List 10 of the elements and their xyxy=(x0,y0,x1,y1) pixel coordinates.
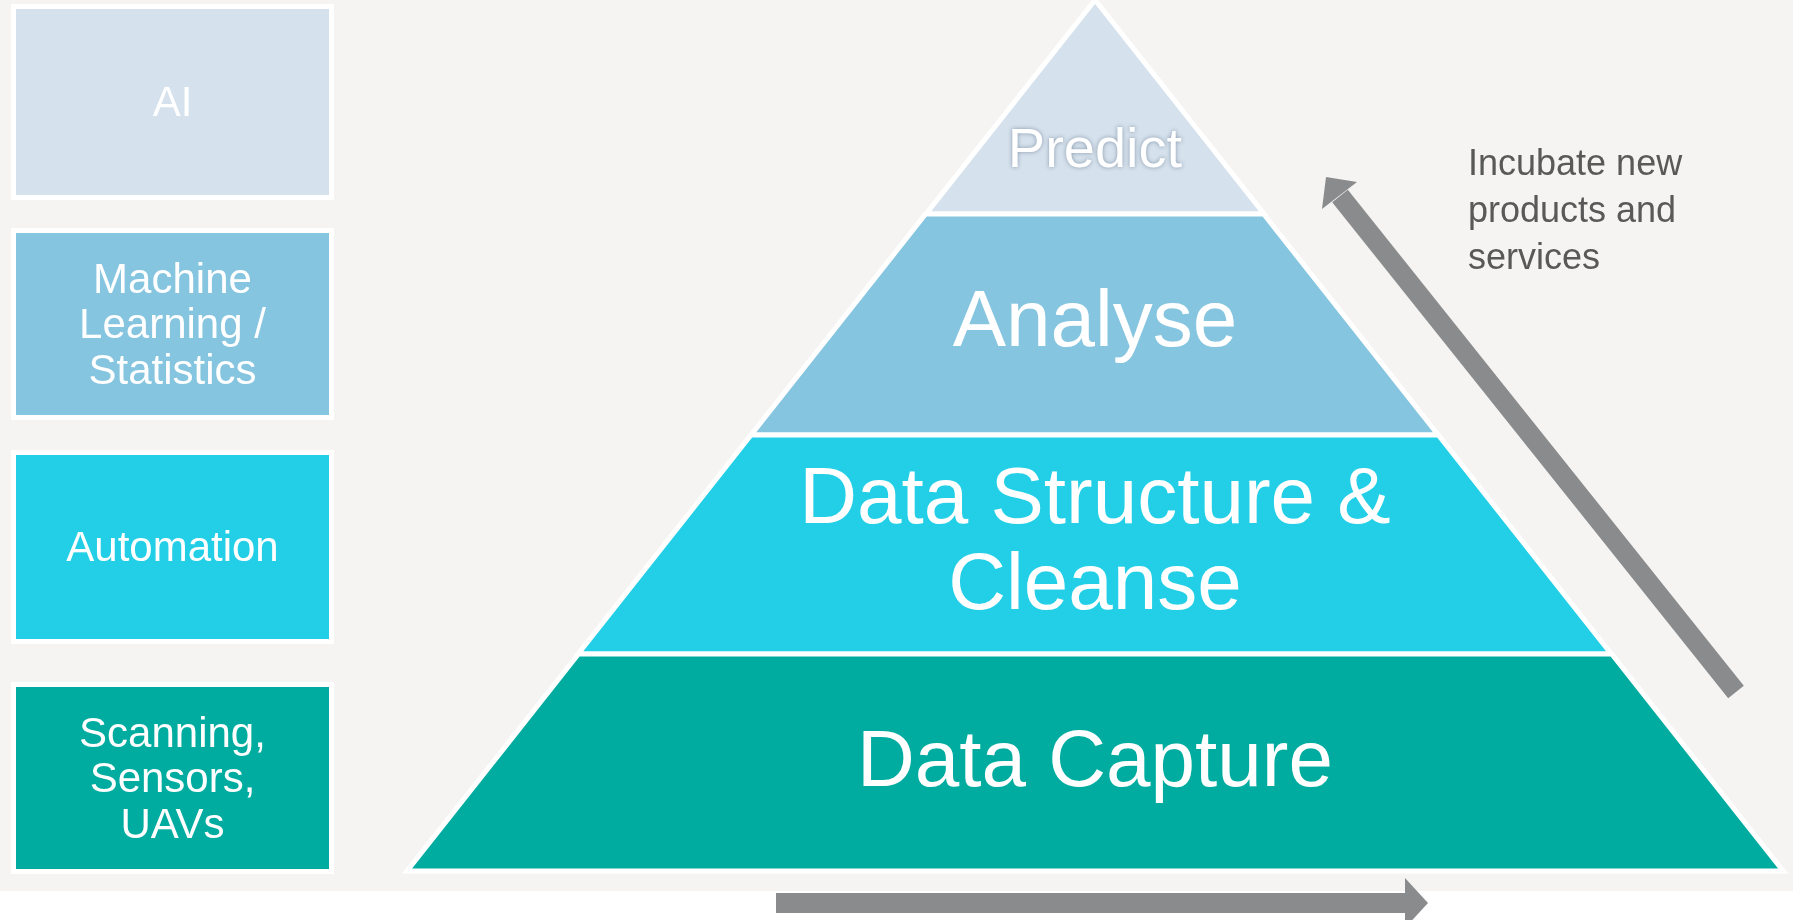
annotation-text: Incubate new products and services xyxy=(1468,141,1684,279)
box-label: Machine Learning / Statistics xyxy=(78,255,267,393)
technology-box xyxy=(11,4,334,200)
technology-box xyxy=(11,682,334,874)
box-label: Scanning, Sensors, UAVs xyxy=(78,709,267,847)
box-label: Automation xyxy=(65,524,280,570)
technology-box xyxy=(11,228,334,420)
tier-label: Analyse xyxy=(951,276,1239,363)
pyramid-tier xyxy=(751,214,1439,435)
technology-box xyxy=(11,450,334,644)
